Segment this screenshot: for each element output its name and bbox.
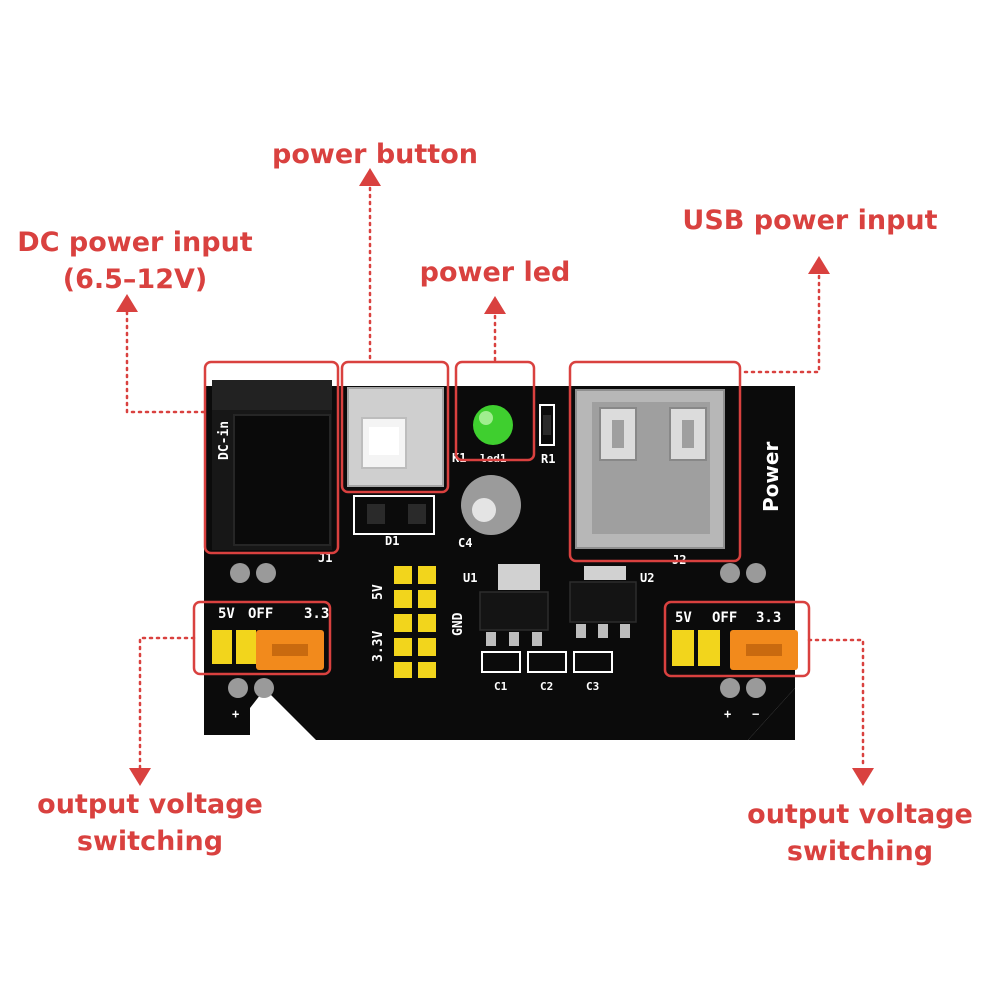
callout-usb-power-input: USB power input (675, 202, 945, 239)
callout-power-button: power button (265, 136, 485, 173)
label-left-3v3: 3.3 (304, 606, 329, 622)
callout-dc-power-input: DC power input (6.5–12V) (10, 224, 260, 298)
label-c3: C3 (586, 680, 599, 693)
highlight-dc-jack (203, 360, 340, 555)
label-minus-left: − (260, 707, 267, 721)
highlight-power-button (340, 360, 450, 494)
callout-power-led: power led (400, 254, 590, 291)
callout-power-button-text: power button (272, 139, 478, 170)
label-plus-right: + (724, 707, 731, 721)
leader-lines (125, 186, 865, 770)
regulator-u2: U2 (569, 566, 654, 638)
label-u2: U2 (640, 571, 654, 585)
leader-dc-input (125, 310, 207, 414)
callout-output-voltage-left-line2: switching (76, 826, 224, 857)
label-plus-left: + (232, 707, 239, 721)
leader-usb-input (738, 274, 821, 374)
highlight-power-led (454, 360, 536, 462)
callout-output-voltage-left: output voltage switching (25, 786, 275, 860)
label-left-off: OFF (248, 606, 273, 622)
arrow-power-button (359, 168, 381, 186)
label-gnd: GND (451, 612, 466, 636)
right-voltage-jumper: 5V OFF 3.3 (672, 610, 798, 670)
label-c4: C4 (458, 536, 472, 550)
leader-voltage-left (138, 636, 196, 770)
arrow-heads (116, 168, 874, 786)
label-u1: U1 (463, 571, 477, 585)
label-pin-5v: 5V (371, 584, 386, 600)
arrow-voltage-left (129, 768, 151, 786)
left-voltage-jumper: 5V OFF 3.3 (212, 606, 329, 670)
callout-power-led-text: power led (419, 257, 571, 288)
mounting-pads (228, 563, 766, 698)
usb-port: J2 Power (575, 389, 783, 567)
callout-output-voltage-right: output voltage switching (735, 796, 985, 870)
pcb-board-bottom-right (748, 688, 795, 740)
callout-output-voltage-right-line2: switching (786, 836, 934, 867)
leader-voltage-right (807, 638, 865, 770)
callout-usb-power-input-text: USB power input (682, 205, 938, 236)
label-power: Power (759, 442, 783, 512)
callout-output-voltage-left-line1: output voltage (37, 789, 263, 820)
label-c2: C2 (540, 680, 553, 693)
power-led: led1 R1 (473, 404, 555, 466)
label-right-3v3: 3.3 (756, 610, 781, 626)
arrow-usb-input (808, 256, 830, 274)
label-minus-right: − (752, 707, 759, 721)
pcb-board-bottom-left (204, 688, 250, 735)
label-right-5v: 5V (675, 610, 692, 626)
dc-barrel-jack: DC-in J1 (212, 380, 332, 565)
callout-output-voltage-right-line1: output voltage (747, 799, 973, 830)
label-left-5v: 5V (218, 606, 235, 622)
label-pin-3v3: 3.3V (371, 631, 386, 662)
label-dc-in: DC-in (217, 421, 232, 460)
arrow-dc-input (116, 294, 138, 312)
highlight-usb-port (568, 360, 742, 563)
label-r1: R1 (541, 452, 555, 466)
regulator-u1: U1 (463, 564, 549, 646)
label-led1: led1 (480, 452, 507, 465)
callout-dc-power-input-line2: (6.5–12V) (62, 264, 208, 295)
power-button-switch: K1 D1 (347, 387, 466, 548)
arrow-power-led (484, 296, 506, 314)
output-header-pins (394, 566, 436, 678)
arrow-voltage-right (852, 768, 874, 786)
label-c1: C1 (494, 680, 508, 693)
callout-dc-power-input-line1: DC power input (17, 227, 253, 258)
label-j1: J1 (318, 551, 332, 565)
label-d1: D1 (385, 534, 399, 548)
label-right-off: OFF (712, 610, 737, 626)
capacitor-c4: C4 (458, 475, 521, 550)
capacitors-row: C1 C2 C3 (481, 651, 613, 693)
